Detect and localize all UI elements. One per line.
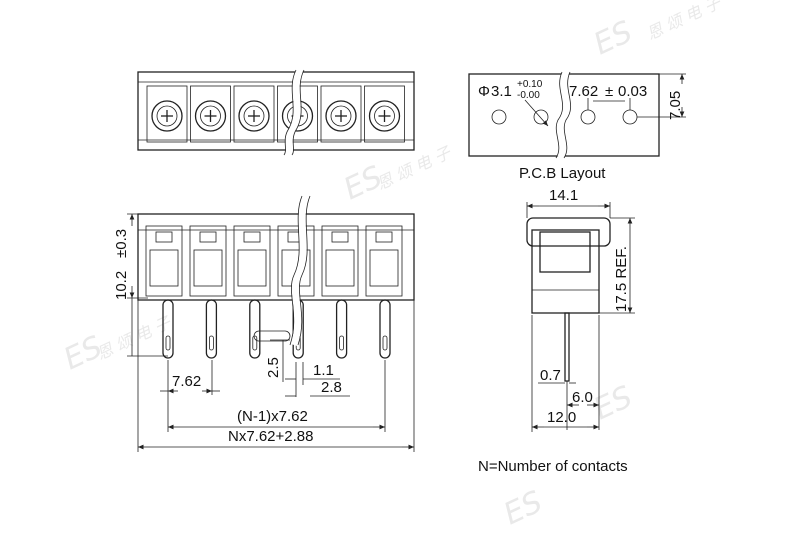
- watermark-logo: ES: [499, 484, 548, 532]
- front-pin-width: 1.1: [313, 362, 334, 379]
- front-span-2: Nx7.62+2.88: [228, 428, 313, 445]
- front-cell: [233, 225, 271, 297]
- front-pin-slot: [382, 335, 388, 351]
- top-view-body: [137, 71, 415, 151]
- front-pin-slot: [208, 335, 214, 351]
- side-top-width: 14.1: [549, 187, 578, 204]
- front-pin: [162, 299, 174, 359]
- side-pin-pos: 6.0: [572, 389, 593, 406]
- pcb-hole: [622, 109, 638, 125]
- screw-head: [151, 100, 183, 132]
- screw-cell: [190, 85, 231, 143]
- front-window: [193, 249, 223, 287]
- front-pin-offset: 2.8: [321, 379, 342, 396]
- screw-head: [238, 100, 270, 132]
- pcb-hole: [533, 109, 549, 125]
- screw-cell: [320, 85, 362, 143]
- pcb-pitch: 7.62: [569, 83, 598, 100]
- front-height-tol: ±0.3: [113, 229, 130, 258]
- side-base-width: 12.0: [547, 409, 576, 426]
- pcb-layout: Φ 3.1 +0.10 -0.00 7.62 ± 0.03 7.05 P.C.B…: [468, 70, 686, 182]
- pcb-pitch-tol: 0.03: [618, 83, 647, 100]
- front-window: [369, 249, 399, 287]
- front-cell: [189, 225, 227, 297]
- front-pin-slot: [252, 335, 258, 351]
- front-body: [137, 213, 415, 301]
- front-cell: [145, 225, 183, 297]
- screw-head: [194, 100, 227, 132]
- pcb-row-height: 7.05: [667, 91, 684, 120]
- screw-inner: [374, 105, 395, 127]
- top-view: [137, 68, 415, 158]
- screw-cell: [233, 85, 275, 143]
- front-span-1: (N-1)x7.62: [237, 408, 308, 425]
- watermark-logo: ES: [589, 379, 638, 427]
- front-clamp: [199, 231, 217, 243]
- screw-head: [325, 100, 357, 132]
- watermark-chars: 恩 颂 电 子: [644, 0, 725, 44]
- front-pin: [379, 299, 391, 359]
- screw-row: [146, 85, 405, 143]
- front-pin-pitch: 7.62: [172, 373, 201, 390]
- pcb-caption: P.C.B Layout: [519, 165, 606, 182]
- front-pin-stub: [253, 330, 291, 342]
- screw-inner: [330, 105, 352, 127]
- front-clamp: [331, 231, 349, 243]
- front-window: [325, 249, 355, 287]
- side-cap: [526, 217, 611, 247]
- screw-inner: [200, 105, 221, 127]
- screw-inner: [156, 105, 178, 127]
- side-pin: [564, 312, 570, 382]
- front-window: [149, 249, 179, 287]
- watermark-logo: ES: [589, 14, 638, 62]
- side-view: 14.1 17.5 REF. 0.7 6.0 12.0: [526, 187, 635, 432]
- front-height: 10.2: [113, 271, 130, 300]
- front-window: [237, 249, 267, 287]
- pcb-hole: [580, 109, 596, 125]
- front-pin: [205, 299, 218, 359]
- pcb-pm: ±: [605, 83, 613, 100]
- screw-inner: [243, 105, 265, 127]
- front-clamp: [375, 231, 393, 243]
- legend-text: N=Number of contacts: [478, 458, 628, 475]
- screw-head: [368, 100, 401, 132]
- screw-cell: [364, 85, 405, 143]
- front-cell: [365, 225, 403, 297]
- front-cell: [321, 225, 359, 297]
- side-height: 17.5 REF.: [613, 246, 630, 312]
- screw-cell: [146, 85, 188, 143]
- side-pin-dia: 0.7: [540, 367, 561, 384]
- front-clamp: [243, 231, 261, 243]
- front-pin-slot: [339, 335, 345, 351]
- front-pin: [335, 299, 348, 359]
- front-housing: [137, 213, 415, 301]
- front-pin-slot: [165, 335, 171, 351]
- hole-symbol: Φ: [478, 83, 490, 100]
- front-pins: [162, 299, 391, 359]
- hole-diameter: 3.1: [491, 83, 512, 100]
- hole-tol-minus: -0.00: [517, 90, 540, 101]
- front-pin: [249, 299, 261, 359]
- pcb-hole: [491, 109, 507, 125]
- front-clamp: [155, 231, 173, 243]
- side-window: [539, 231, 591, 273]
- front-view: 10.2 ±0.3 7.62 2.5 1.1 2.8 (N-1)x7.62: [113, 194, 415, 452]
- hole-tol-plus: +0.10: [517, 79, 543, 90]
- front-pin-below: 2.5: [265, 357, 282, 378]
